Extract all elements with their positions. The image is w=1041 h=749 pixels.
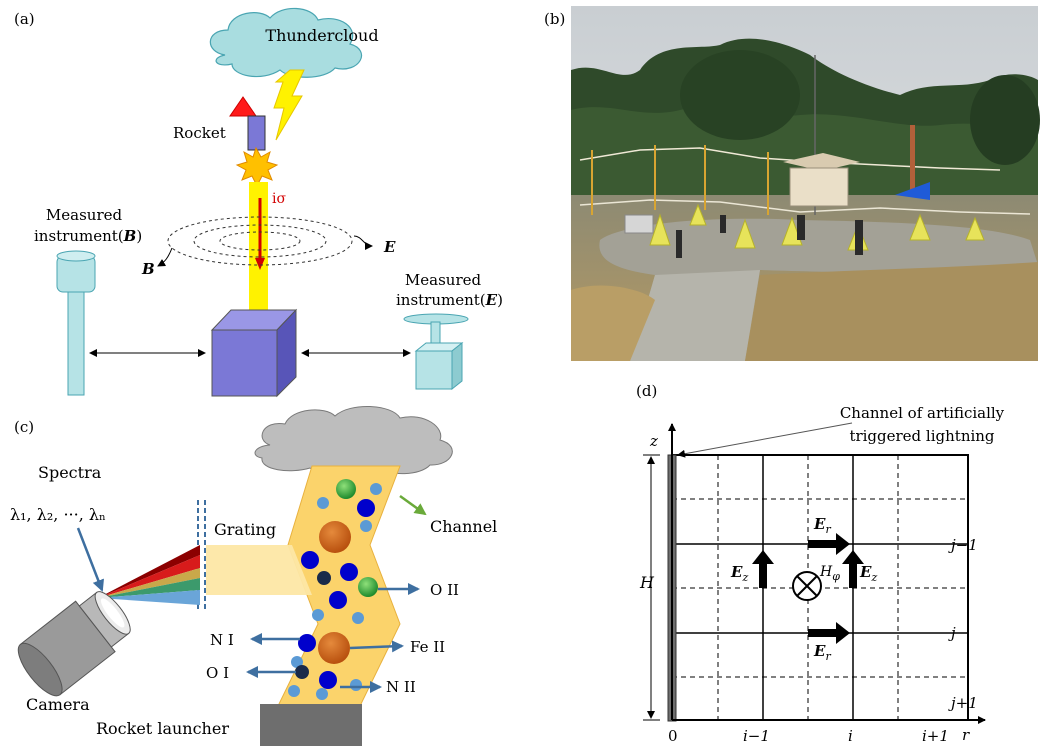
field-e-label: E (383, 238, 396, 256)
species-o1: O I (206, 664, 229, 682)
rocket-launcher (260, 704, 362, 746)
er-bottom-sub: r (825, 650, 831, 663)
ez-right-label: E (859, 563, 872, 581)
h-phi-label: H (819, 564, 833, 580)
panel-b: (b) (544, 6, 1040, 361)
channel-caption-line1: Channel of artificially (840, 404, 1005, 422)
channel-label: Channel (430, 517, 497, 536)
instrument-e-close: ) (497, 291, 503, 309)
lambda-list: λ₁, λ₂, ···, λₙ (10, 505, 106, 524)
instrument-b-line2: instrument( (34, 227, 124, 245)
svg-text:Ez: Ez (859, 563, 877, 584)
r-axis-label: r (962, 726, 970, 744)
er-vector-top (808, 533, 850, 555)
panel-d: (d) Channel of artificially triggered li… (636, 382, 1005, 745)
ez-vector-right (842, 550, 864, 588)
instrument-e-line1: Measured (405, 271, 482, 289)
recorder-box (210, 308, 298, 398)
er-bottom-label: E (813, 642, 826, 660)
rocket-label: Rocket (173, 124, 226, 142)
ez-left-sub: z (741, 571, 748, 584)
light-band (206, 545, 312, 595)
ez-right-sub: z (870, 571, 877, 584)
instrument-b-close: ) (136, 227, 142, 245)
er-vector-bottom (808, 622, 850, 644)
svg-text:Er: Er (813, 515, 831, 536)
row-label-j: j (948, 624, 956, 642)
species-o2: O II (430, 581, 459, 599)
col-label-0: 0 (668, 727, 678, 745)
storm-cloud (254, 405, 453, 476)
row-label-j-minus-1: j−1 (948, 536, 978, 554)
particles (288, 479, 382, 700)
camera-icon (17, 591, 131, 697)
instrument-b: Measured instrument(B) (34, 206, 142, 396)
thundercloud-label: Thundercloud (265, 26, 378, 45)
instrument-b-line1: Measured (46, 206, 123, 224)
species-arrows (246, 583, 420, 693)
magnetic-field-rings (167, 216, 353, 266)
panel-c: (c) Grating (10, 405, 497, 746)
svg-text:instrument(B): instrument(B) (34, 227, 142, 245)
svg-text:instrument(E): instrument(E) (396, 291, 503, 309)
camera-label: Camera (26, 695, 90, 714)
spectrum-fan (98, 545, 200, 605)
col-label-i-minus-1: i−1 (743, 727, 770, 745)
col-label-i-plus-1: i+1 (922, 727, 949, 745)
panel-d-label: (d) (636, 382, 657, 400)
instrument-e-symbol: E (485, 291, 498, 309)
h-phi-sub: φ (832, 570, 840, 583)
panel-a-label: (a) (14, 10, 35, 28)
ez-vector-left (752, 550, 774, 588)
panel-c-label: (c) (14, 418, 34, 436)
row-label-j-plus-1: j+1 (948, 694, 978, 712)
svg-text:Er: Er (813, 642, 831, 663)
grating-label: Grating (214, 520, 276, 539)
field-b-label: B (141, 260, 155, 278)
rocket: Rocket (173, 96, 266, 151)
field-photo (571, 6, 1040, 361)
channel-caption-line2: triggered lightning (849, 427, 994, 445)
species-n2: N II (386, 678, 416, 696)
er-top-sub: r (825, 523, 831, 536)
svg-text:Ez: Ez (730, 563, 748, 584)
z-axis-label: z (649, 432, 658, 450)
height-label: H (639, 573, 655, 592)
instrument-e: Measured instrument(E) (396, 271, 503, 391)
thundercloud: Thundercloud (209, 7, 379, 78)
h-phi-icon (792, 571, 822, 601)
er-top-label: E (813, 515, 826, 533)
ez-left-label: E (730, 563, 743, 581)
svg-text:Hφ: Hφ (819, 564, 840, 583)
explosion-icon (235, 146, 279, 188)
panel-b-label: (b) (544, 10, 565, 28)
lightning-bolt (273, 69, 305, 141)
launcher-label: Rocket launcher (96, 719, 229, 738)
species-n1: N I (210, 631, 234, 649)
panel-a: (a) Thundercloud Rocket iσ E (14, 7, 503, 398)
col-label-i: i (848, 727, 853, 745)
instrument-b-symbol: B (123, 227, 137, 245)
species-fe2: Fe II (410, 638, 445, 656)
instrument-e-line2: instrument( (396, 291, 486, 309)
spectra-label: Spectra (38, 463, 102, 482)
current-label: iσ (272, 191, 286, 207)
